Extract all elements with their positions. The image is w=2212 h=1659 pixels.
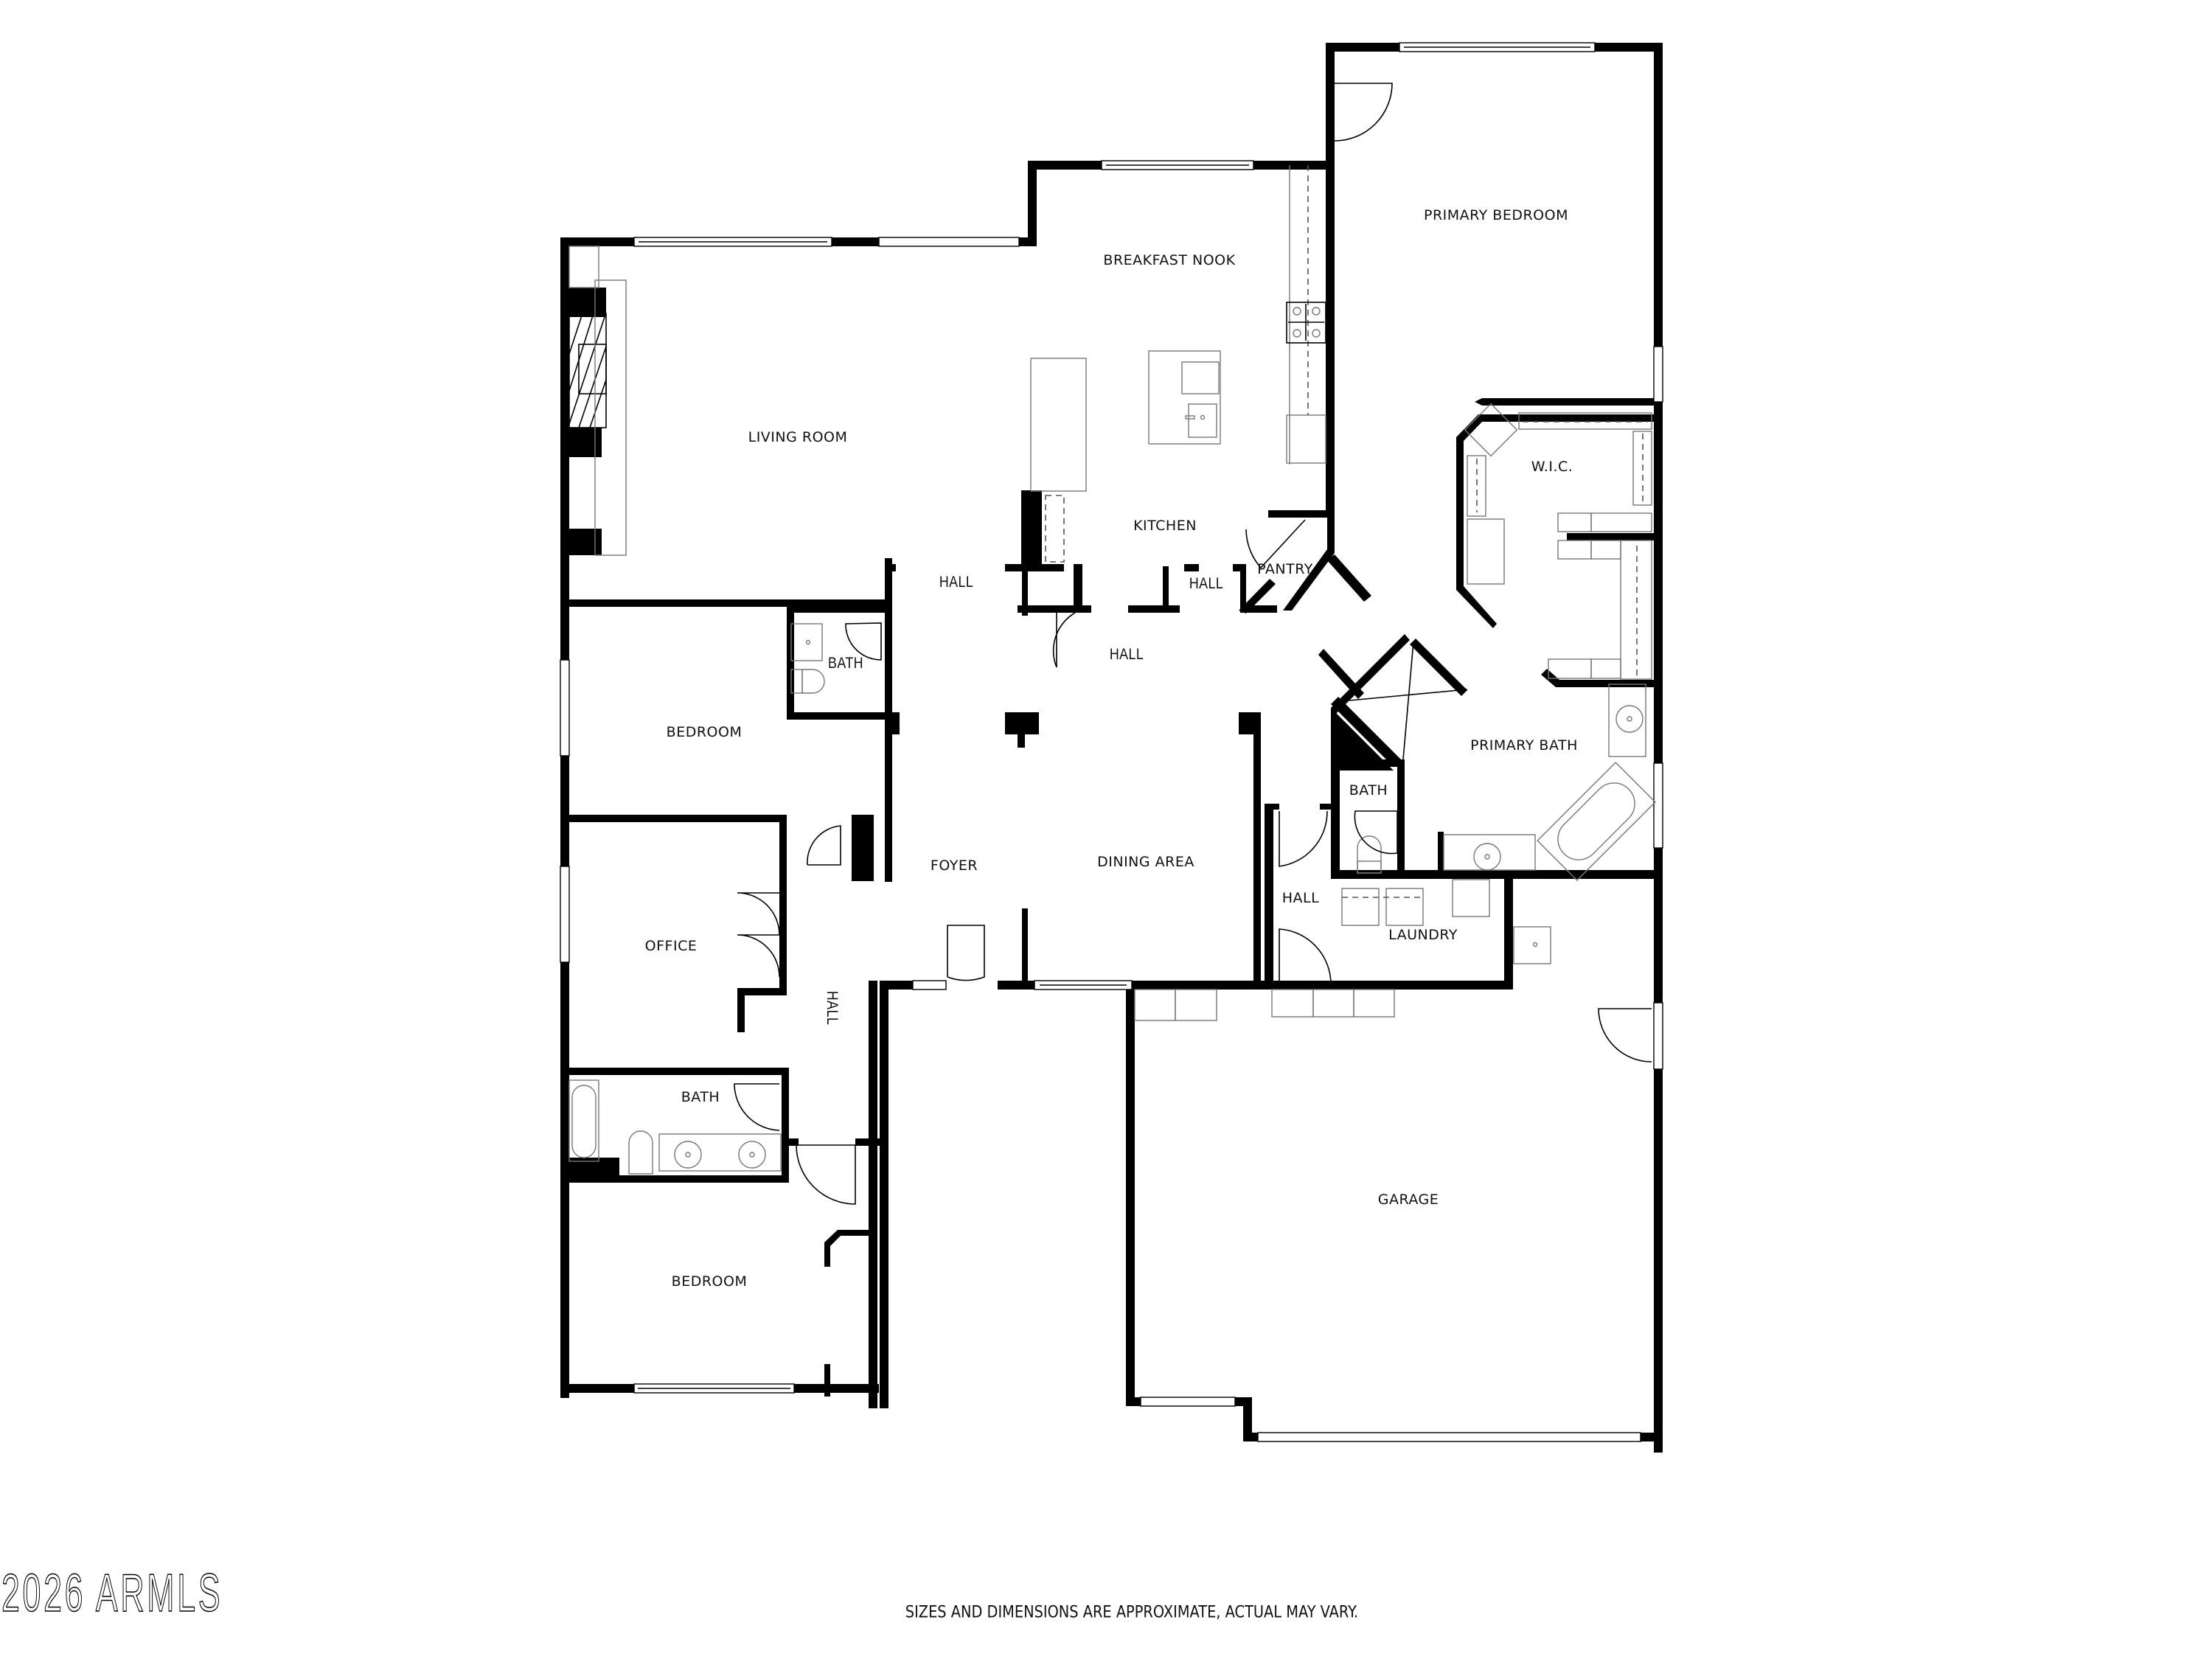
room-label-hall-west: HALL: [824, 990, 841, 1026]
room-label-laundry: LAUNDRY: [1388, 927, 1458, 943]
room-label-hall-east: HALL: [1281, 890, 1320, 906]
room-label-hall-center: HALL: [1109, 646, 1144, 663]
room-label-living-room: LIVING ROOM: [748, 429, 848, 445]
room-label-pantry: PANTRY: [1257, 561, 1313, 577]
copyright-watermark: 2026 ARMLS: [1, 1563, 223, 1624]
walls: [560, 43, 1663, 1453]
room-label-primary-bedroom: PRIMARY BEDROOM: [1424, 207, 1568, 223]
room-label-bath-primary-wc: BATH: [1349, 782, 1388, 799]
room-label-hall-upper-right: HALL: [1189, 575, 1224, 592]
windows: [560, 42, 1663, 1442]
room-label-bedroom-1: BEDROOM: [666, 724, 742, 740]
room-label-bath-hall: BATH: [828, 655, 863, 672]
bathtub-icon: [1537, 762, 1656, 881]
room-label-hall-upper-left: HALL: [939, 574, 974, 591]
room-label-office: OFFICE: [644, 938, 698, 954]
fixtures: [568, 165, 1656, 1175]
room-label-bath-hall-2: BATH: [681, 1089, 720, 1105]
room-label-breakfast-nook: BREAKFAST NOOK: [1103, 252, 1236, 268]
doors: [734, 83, 1652, 1205]
fireplace-icon: [568, 313, 607, 428]
cooktop-icon: [1288, 304, 1324, 341]
room-label-dining-area: DINING AREA: [1097, 854, 1194, 870]
room-label-bedroom-2: BEDROOM: [671, 1273, 748, 1290]
room-label-kitchen: KITCHEN: [1133, 518, 1197, 534]
room-label-wic: W.I.C.: [1531, 459, 1573, 475]
disclaimer-text: SIZES AND DIMENSIONS ARE APPROXIMATE, AC…: [905, 1603, 1359, 1622]
room-label-garage: GARAGE: [1377, 1192, 1439, 1208]
room-label-primary-bath: PRIMARY BATH: [1470, 737, 1578, 754]
room-label-foyer: FOYER: [930, 858, 978, 874]
